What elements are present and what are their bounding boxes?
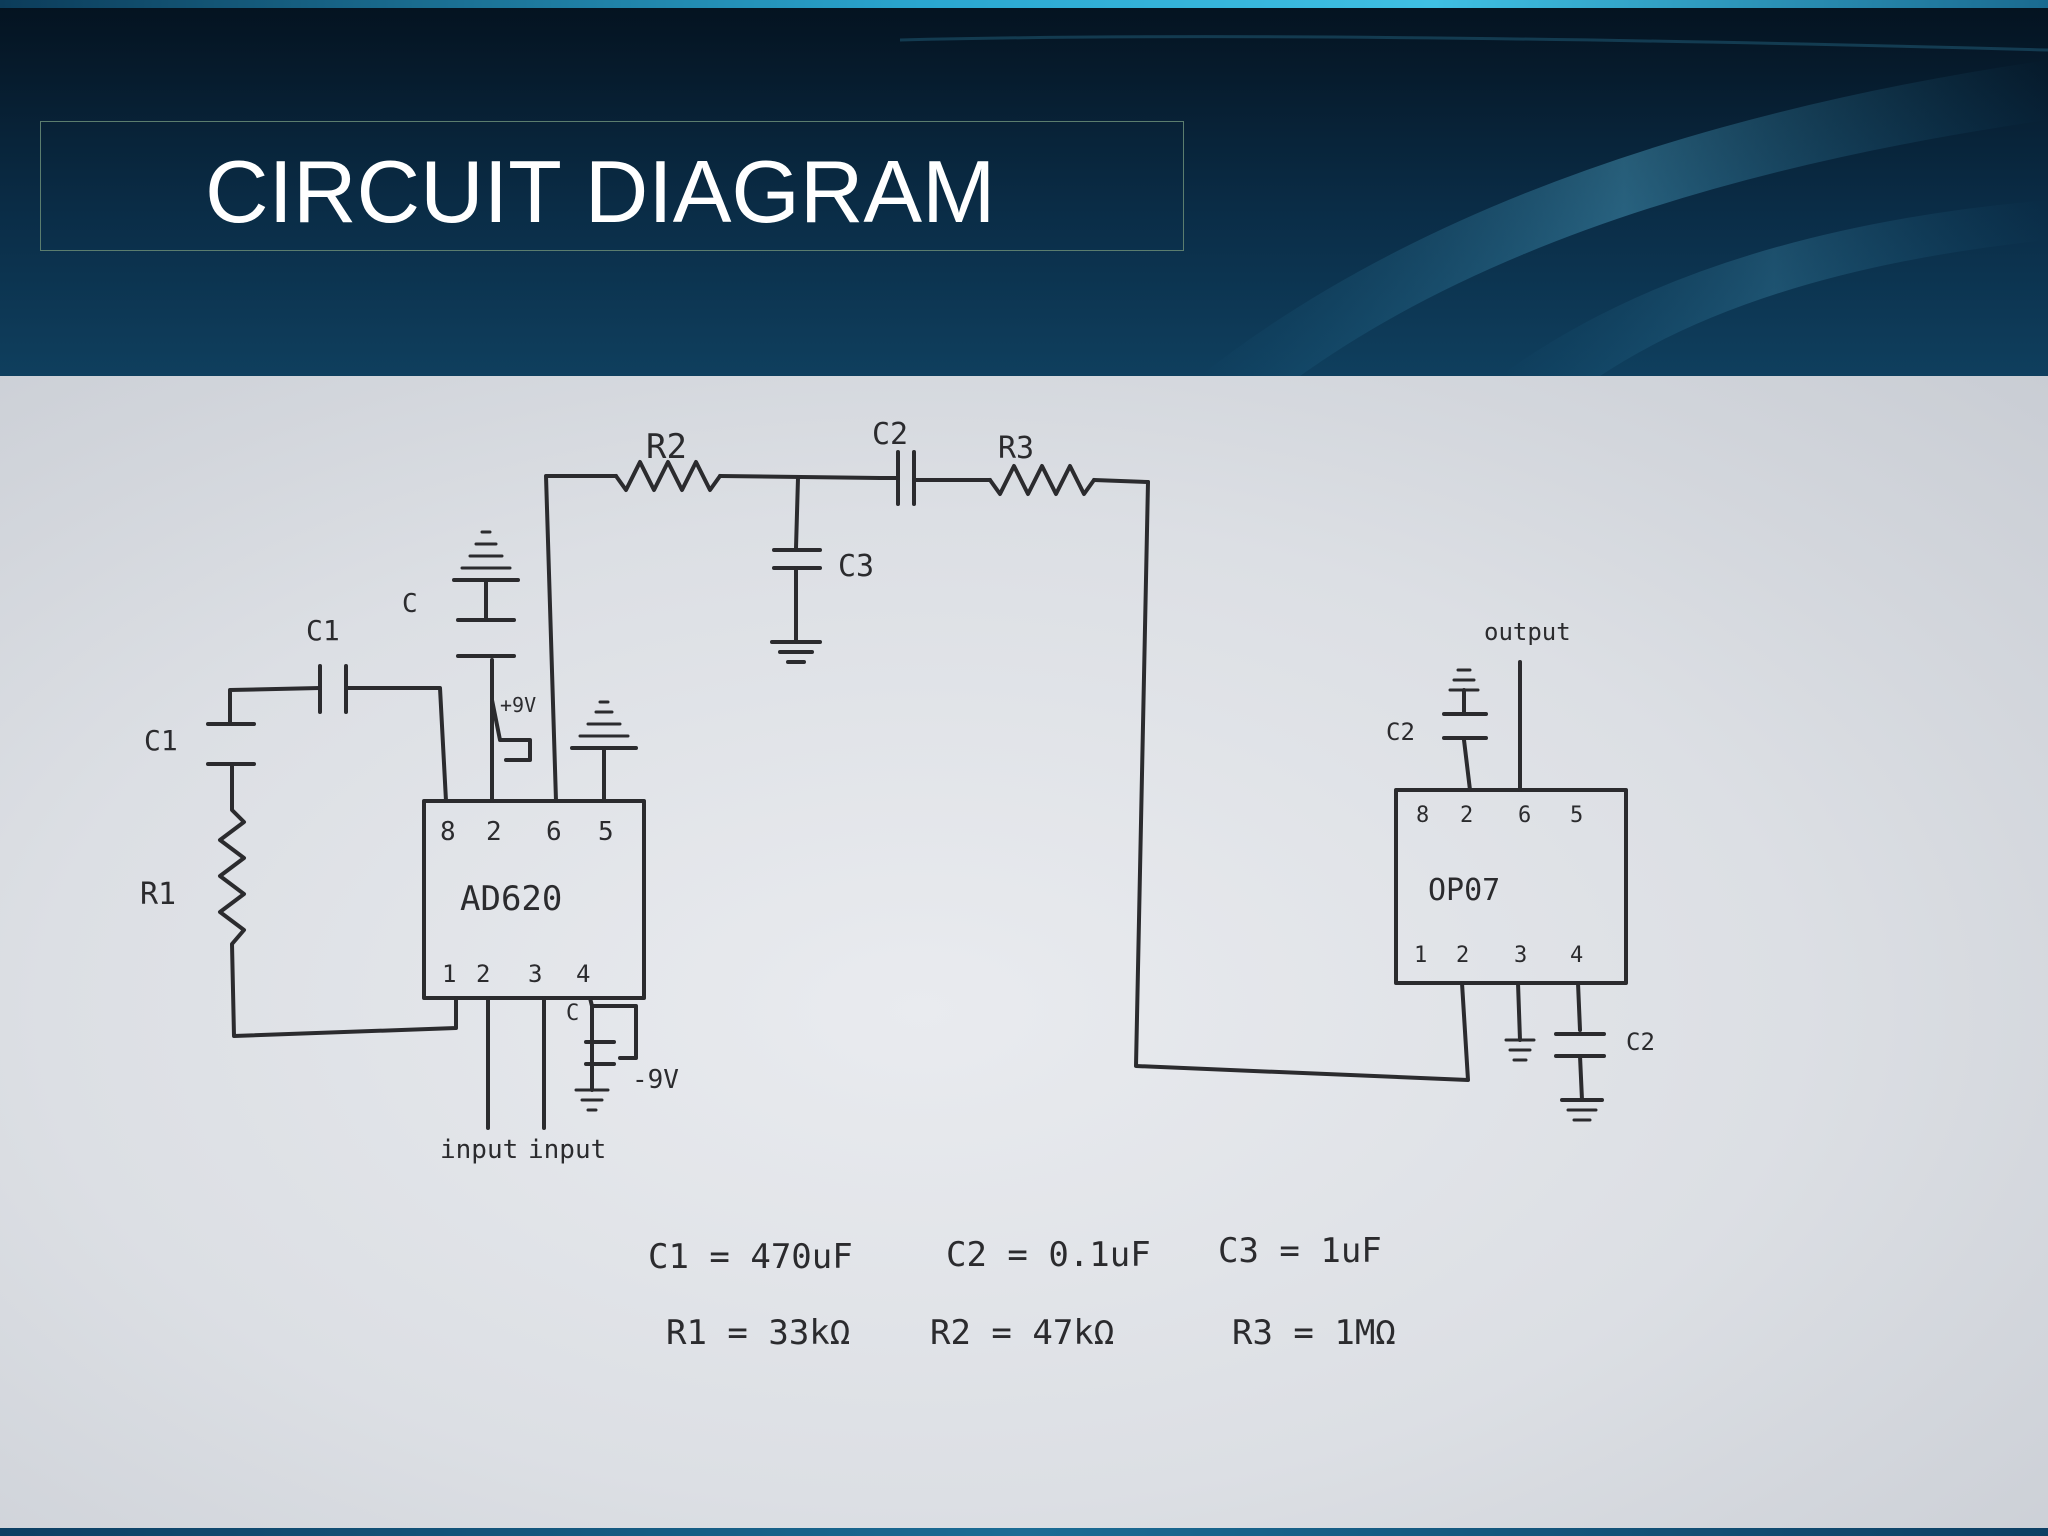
c2-top-label: C2 [872,417,908,452]
op07-pin-4: 4 [1570,943,1583,968]
circuit-photo [0,376,2048,1528]
filter-wires [544,450,1470,1082]
op07-pin-3: 3 [1514,943,1527,968]
slide-title: CIRCUIT DIAGRAM [205,142,996,241]
component-values: C1 = 470uF C2 = 0.1uF C3 = 1uF R1 = 33kΩ… [648,1231,1396,1353]
ad620-pin-3: 3 [528,960,542,988]
c2-right-bottom-label: C2 [1626,1028,1655,1056]
ad620-pin-4: 4 [576,960,590,988]
op07-pin-1: 1 [1414,943,1427,968]
op07-pin-6: 6 [1518,803,1531,828]
value-c2: C2 = 0.1uF [946,1235,1151,1275]
c-pin4-label: C [566,1001,579,1026]
r1-label: R1 [140,877,176,912]
ad620-chip: AD620 8 2 6 5 1 2 3 4 [422,799,646,1000]
ad620-inputs [486,996,638,1130]
op07-pin-2-top: 2 [1460,803,1473,828]
ad620-pin-2-top: 2 [486,817,502,847]
title-frame: CIRCUIT DIAGRAM [40,121,1184,251]
value-r1: R1 = 33kΩ [666,1313,850,1353]
input-2-label: input [528,1135,606,1165]
r3-label: R3 [998,431,1034,466]
op07-pin-2: 2 [1456,943,1469,968]
op07-label: OP07 [1428,873,1500,908]
value-c1: C1 = 470uF [648,1237,853,1277]
ad620-supply-top [452,530,638,803]
gain-network-wires [206,664,458,1038]
value-c3: C3 = 1uF [1218,1231,1382,1271]
input-1-label: input [440,1135,518,1165]
c3-label: C3 [838,549,874,584]
header-accent-line [0,0,2048,8]
op07-chip: OP07 8 2 6 5 1 2 3 4 [1394,788,1628,985]
footer-accent-line [0,1528,2048,1536]
slide-header: CIRCUIT DIAGRAM [0,0,2048,376]
ad620-pin-5: 5 [598,817,614,847]
ad620-pin-8: 8 [440,817,456,847]
ad620-label: AD620 [460,879,562,919]
header-light-streaks [899,35,2048,376]
c1-series-label: C1 [306,614,340,647]
output-label: output [1484,618,1571,646]
op07-pin-5: 5 [1570,803,1583,828]
v-pin4-label: -9V [632,1065,679,1095]
ad620-pin-6: 6 [546,817,562,847]
op07-pin-8: 8 [1416,803,1429,828]
c-pin7-label: C [402,589,418,619]
ad620-pin-2: 2 [476,960,490,988]
value-r2: R2 = 47kΩ [930,1313,1114,1353]
c1-left-label: C1 [144,724,178,757]
c2-right-top-label: C2 [1386,718,1415,746]
ad620-pin-1: 1 [442,960,456,988]
op07-connections [1442,660,1606,1122]
r2-label: R2 [646,427,687,467]
value-r3: R3 = 1MΩ [1232,1313,1396,1353]
v-pin7-label: +9V [500,693,536,717]
